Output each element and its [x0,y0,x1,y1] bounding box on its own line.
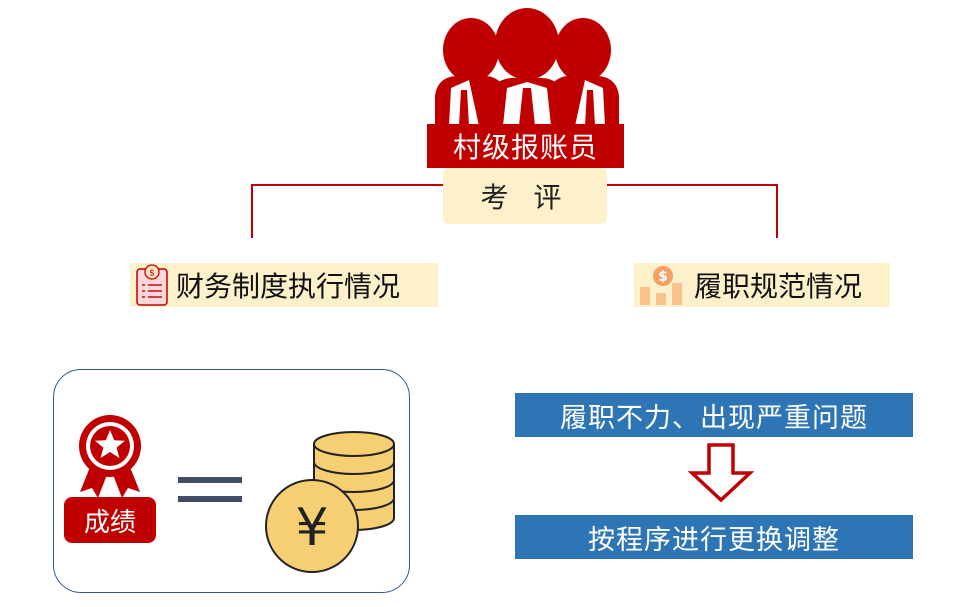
replace-step-box: 按程序进行更换调整 [515,515,913,559]
svg-text:$: $ [658,269,668,285]
financial-system-label: $ 财务制度执行情况 [130,263,438,307]
coin-stack-icon: ¥ [265,431,395,573]
duty-compliance-text: 履职规范情况 [694,270,863,303]
score-label: 成绩 [64,497,156,543]
yuan-symbol: ¥ [295,498,328,558]
duty-compliance-label: $ 履职规范情况 [634,263,890,307]
financial-system-text: 财务制度执行情况 [176,270,401,303]
role-title: 村级报账员 [427,124,624,168]
issue-step-box: 履职不力、出现严重问题 [515,393,913,437]
down-arrow-icon [688,443,754,503]
equals-sign-icon [178,477,242,502]
dollar-growth-icon: $ [640,266,682,305]
people-group-icon [435,8,619,126]
award-star-icon [79,415,141,498]
checklist-dollar-icon: $ [136,264,168,306]
evaluation-label: 考 评 [443,168,607,224]
svg-text:$: $ [149,269,155,279]
